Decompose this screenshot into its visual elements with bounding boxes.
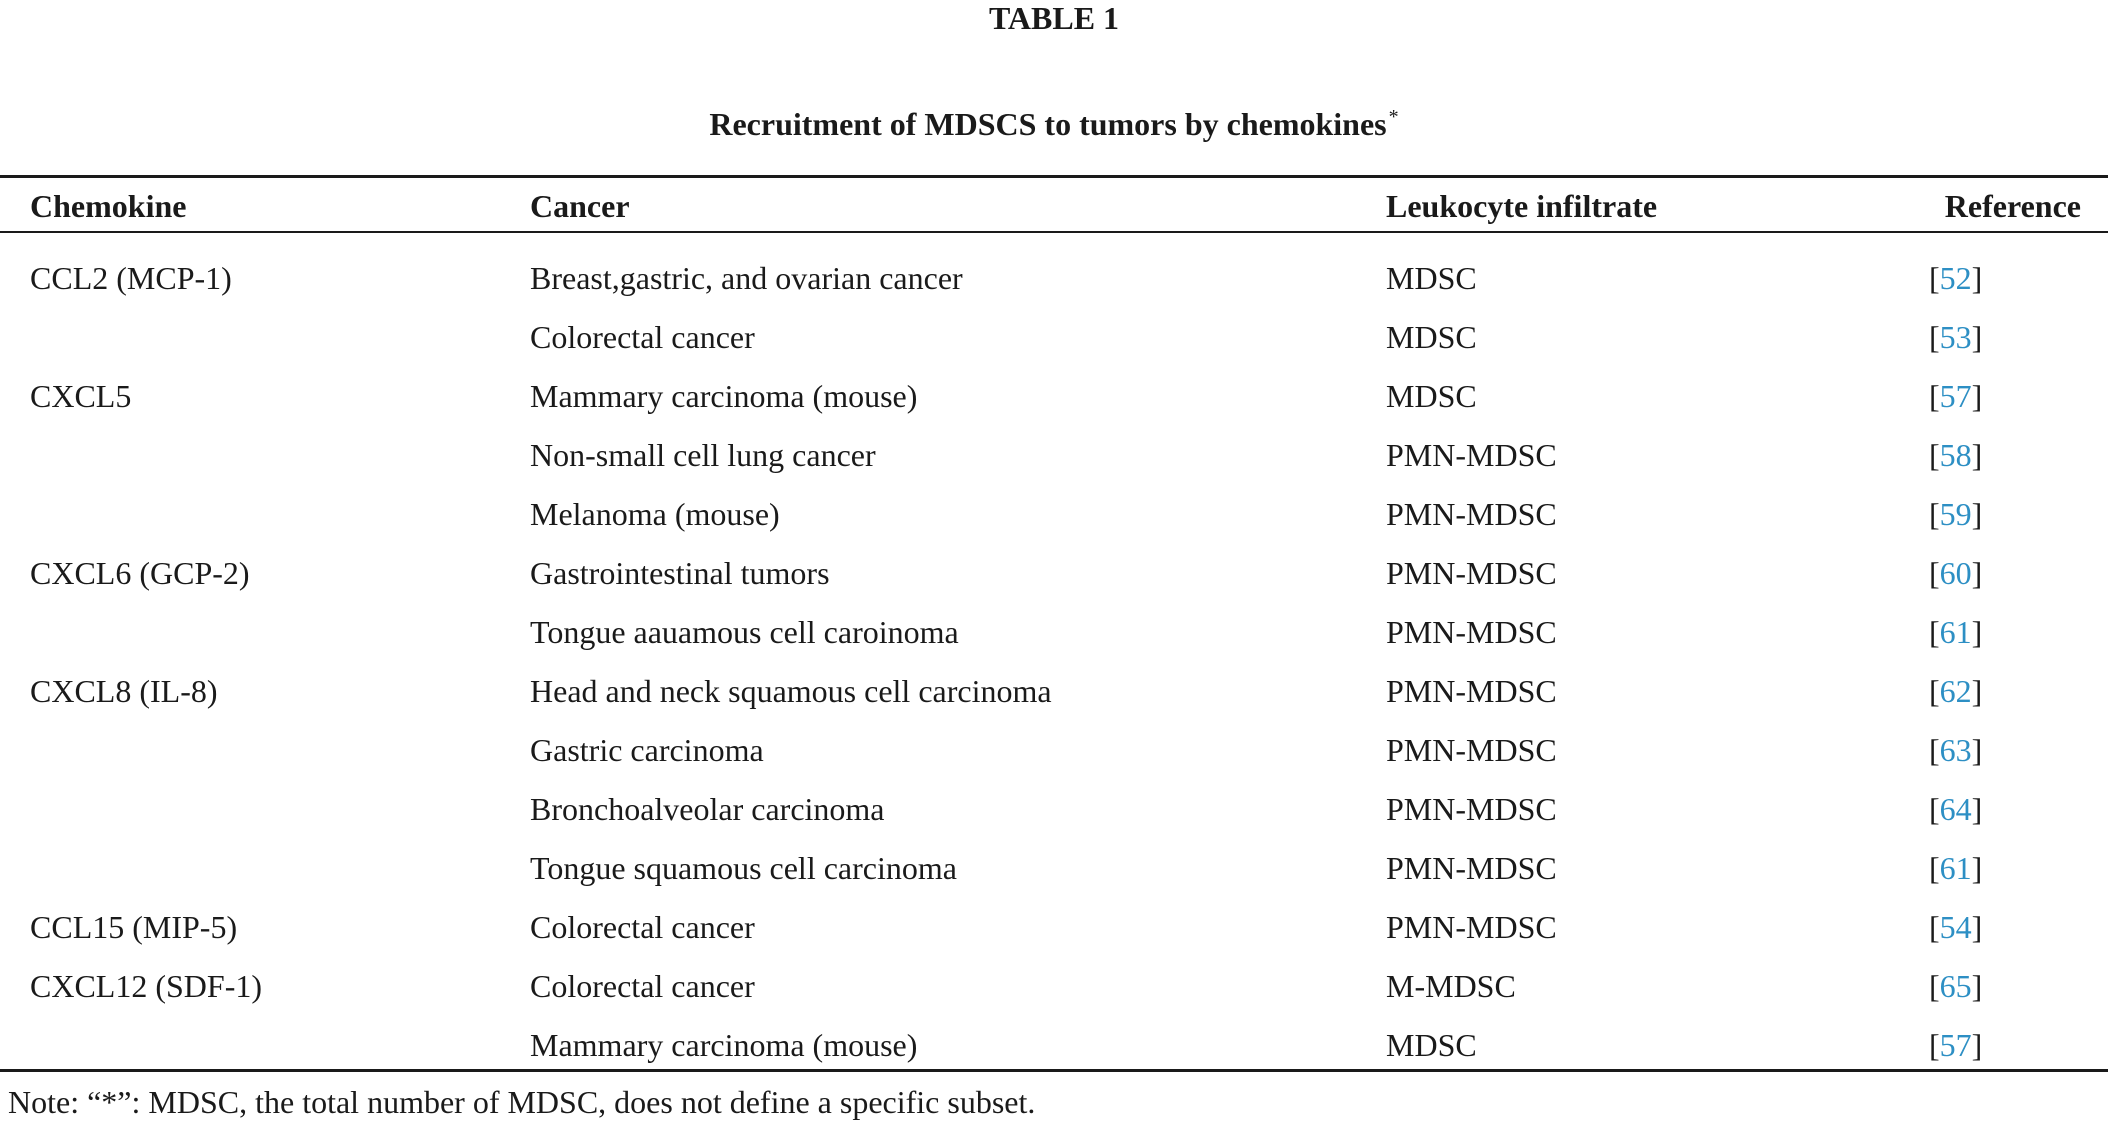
cell-infiltrate: PMN-MDSC (1386, 909, 1557, 945)
reference-link[interactable]: 52 (1939, 260, 1972, 296)
cell-infiltrate: PMN-MDSC (1386, 850, 1557, 886)
cell-cancer: Tongue aauamous cell caroinoma (530, 614, 959, 650)
cell-reference: [60] (1929, 555, 1983, 591)
table-row: Tongue squamous cell carcinoma PMN-MDSC … (0, 840, 2108, 899)
cell-reference: [65] (1929, 968, 1983, 1004)
reference-link[interactable]: 65 (1939, 968, 1972, 1004)
cell-chemokine: CXCL12 (SDF-1) (30, 968, 263, 1004)
reference-link[interactable]: 54 (1939, 909, 1972, 945)
table-header-rule (0, 231, 2108, 233)
cell-reference: [59] (1929, 496, 1983, 532)
table-row: Melanoma (mouse) PMN-MDSC [59] (0, 486, 2108, 545)
cell-cancer: Bronchoalveolar carcinoma (530, 791, 885, 827)
cell-reference: [57] (1929, 378, 1983, 414)
table-row: Tongue aauamous cell caroinoma PMN-MDSC … (0, 604, 2108, 663)
cell-cancer: Head and neck squamous cell carcinoma (530, 673, 1052, 709)
reference-link[interactable]: 61 (1939, 614, 1972, 650)
reference-link[interactable]: 57 (1939, 378, 1972, 414)
cell-cancer: Colorectal cancer (530, 968, 755, 1004)
reference-link[interactable]: 53 (1939, 319, 1972, 355)
table-row: Gastric carcinoma PMN-MDSC [63] (0, 722, 2108, 781)
header-leukocyte-infiltrate: Leukocyte infiltrate (1386, 188, 1658, 224)
cell-infiltrate: PMN-MDSC (1386, 555, 1557, 591)
cell-reference: [54] (1929, 909, 1983, 945)
header-chemokine: Chemokine (30, 188, 187, 224)
header-cancer: Cancer (530, 188, 630, 224)
cell-chemokine: CCL15 (MIP-5) (30, 909, 238, 945)
table-caption: Recruitment of MDSCS to tumors by chemok… (0, 97, 2108, 144)
cell-chemokine: CXCL5 (30, 378, 132, 414)
cell-reference: [63] (1929, 732, 1983, 768)
reference-link[interactable]: 58 (1939, 437, 1972, 473)
cell-reference: [58] (1929, 437, 1983, 473)
reference-link[interactable]: 63 (1939, 732, 1972, 768)
cell-reference: [61] (1929, 850, 1983, 886)
cell-cancer: Gastrointestinal tumors (530, 555, 830, 591)
table-top-rule (0, 175, 2108, 178)
table-header-row: Chemokine Cancer Leukocyte infiltrate Re… (0, 183, 2108, 229)
cell-cancer: Mammary carcinoma (mouse) (530, 378, 918, 414)
table-row: CXCL12 (SDF-1) Colorectal cancer M-MDSC … (0, 958, 2108, 1017)
table-body: CCL2 (MCP-1) Breast,gastric, and ovarian… (0, 250, 2108, 1076)
cell-infiltrate: M-MDSC (1386, 968, 1516, 1004)
table-row: Bronchoalveolar carcinoma PMN-MDSC [64] (0, 781, 2108, 840)
cell-cancer: Breast,gastric, and ovarian cancer (530, 260, 963, 296)
cell-infiltrate: MDSC (1386, 260, 1477, 296)
reference-link[interactable]: 61 (1939, 850, 1972, 886)
reference-link[interactable]: 62 (1939, 673, 1972, 709)
cell-cancer: Melanoma (mouse) (530, 496, 780, 532)
header-reference: Reference (1944, 188, 2081, 224)
cell-chemokine: CXCL8 (IL-8) (30, 673, 218, 709)
cell-cancer: Gastric carcinoma (530, 732, 764, 768)
cell-reference: [64] (1929, 791, 1983, 827)
reference-link[interactable]: 60 (1939, 555, 1972, 591)
cell-cancer: Non-small cell lung cancer (530, 437, 876, 473)
table-caption-text: Recruitment of MDSCS to tumors by chemok… (709, 106, 1387, 142)
cell-cancer: Colorectal cancer (530, 909, 755, 945)
table-row: CXCL5 Mammary carcinoma (mouse) MDSC [57… (0, 368, 2108, 427)
cell-reference: [57] (1929, 1027, 1983, 1063)
table-row: Mammary carcinoma (mouse) MDSC [57] (0, 1017, 2108, 1076)
cell-infiltrate: PMN-MDSC (1386, 496, 1557, 532)
cell-infiltrate: PMN-MDSC (1386, 614, 1557, 650)
cell-infiltrate: MDSC (1386, 1027, 1477, 1063)
table-row: CXCL8 (IL-8) Head and neck squamous cell… (0, 663, 2108, 722)
reference-link[interactable]: 64 (1939, 791, 1972, 827)
cell-infiltrate: PMN-MDSC (1386, 791, 1557, 827)
cell-cancer: Colorectal cancer (530, 319, 755, 355)
table-row: Colorectal cancer MDSC [53] (0, 309, 2108, 368)
table-row: CCL2 (MCP-1) Breast,gastric, and ovarian… (0, 250, 2108, 309)
table-footnote: Note: “*”: MDSC, the total number of MDS… (8, 1084, 1036, 1120)
cell-reference: [53] (1929, 319, 1983, 355)
cell-chemokine: CXCL6 (GCP-2) (30, 555, 250, 591)
cell-chemokine: CCL2 (MCP-1) (30, 260, 232, 296)
table-bottom-rule (0, 1069, 2108, 1072)
cell-infiltrate: PMN-MDSC (1386, 673, 1557, 709)
cell-reference: [61] (1929, 614, 1983, 650)
cell-reference: [62] (1929, 673, 1983, 709)
cell-reference: [52] (1929, 260, 1983, 296)
cell-infiltrate: MDSC (1386, 378, 1477, 414)
reference-link[interactable]: 57 (1939, 1027, 1972, 1063)
cell-infiltrate: MDSC (1386, 319, 1477, 355)
cell-cancer: Tongue squamous cell carcinoma (530, 850, 957, 886)
cell-cancer: Mammary carcinoma (mouse) (530, 1027, 918, 1063)
cell-infiltrate: PMN-MDSC (1386, 732, 1557, 768)
reference-link[interactable]: 59 (1939, 496, 1972, 532)
table-row: CXCL6 (GCP-2) Gastrointestinal tumors PM… (0, 545, 2108, 604)
table-row: CCL15 (MIP-5) Colorectal cancer PMN-MDSC… (0, 899, 2108, 958)
caption-footnote-mark: * (1388, 106, 1399, 128)
table-row: Non-small cell lung cancer PMN-MDSC [58] (0, 427, 2108, 486)
cell-infiltrate: PMN-MDSC (1386, 437, 1557, 473)
table-label: TABLE 1 (988, 0, 1120, 36)
